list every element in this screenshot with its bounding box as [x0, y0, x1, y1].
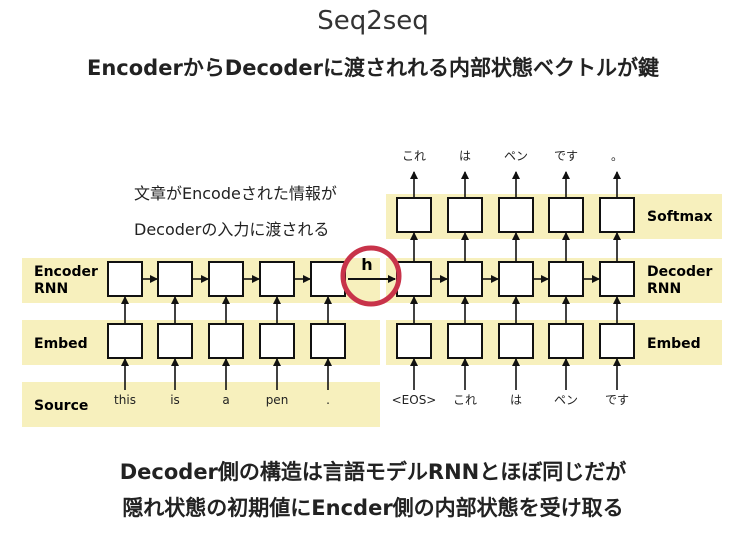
decoder-output-word: ペン: [504, 149, 528, 163]
decoder-input-word: <EOS>: [392, 393, 437, 407]
source-word: is: [170, 393, 180, 407]
encoder-rnn-node: [107, 261, 143, 297]
annotation-line-1: 文章がEncodeされた情報が: [134, 184, 337, 203]
decoder-input-word: です: [605, 393, 629, 407]
decoder-rnn-label-2: RNN: [647, 281, 681, 297]
decoder-embed-node: [498, 323, 534, 359]
encoder-embed-node: [208, 323, 244, 359]
encoder-embed-node: [259, 323, 295, 359]
source-word: pen: [266, 393, 289, 407]
source-word: this: [114, 393, 136, 407]
source-label: Source: [34, 398, 88, 414]
softmax-node: [599, 197, 635, 233]
page-title: Seq2seq: [317, 6, 429, 36]
source-word: .: [326, 393, 330, 407]
softmax-node: [498, 197, 534, 233]
encoder-rnn-label-2: RNN: [34, 281, 68, 297]
decoder-embed-node: [396, 323, 432, 359]
highlight-circle: [340, 245, 402, 307]
embed-left-label: Embed: [34, 336, 88, 352]
decoder-rnn-node: [396, 261, 432, 297]
embed-right-label: Embed: [647, 336, 701, 352]
encoder-embed-node: [310, 323, 346, 359]
hidden-state-label: h: [361, 255, 372, 274]
decoder-rnn-node: [447, 261, 483, 297]
decoder-output-word: これ: [402, 149, 426, 163]
bottom-text-line-2: 隠れ状態の初期値にEncder側の内部状態を受け取る: [122, 496, 624, 520]
decoder-rnn-node: [498, 261, 534, 297]
decoder-output-word: 。: [611, 149, 623, 163]
decoder-input-word: これ: [453, 393, 477, 407]
softmax-node: [548, 197, 584, 233]
page-subtitle: EncoderからDecoderに渡されれる内部状態ベクトルが鍵: [87, 56, 659, 80]
softmax-label: Softmax: [647, 209, 713, 225]
encoder-rnn-node: [157, 261, 193, 297]
bottom-text-line-1: Decoder側の構造は言語モデルRNNとほぼ同じだが: [119, 460, 627, 484]
decoder-rnn-node: [599, 261, 635, 297]
decoder-input-word: ペン: [554, 393, 578, 407]
decoder-output-word: は: [459, 149, 471, 163]
decoder-output-word: です: [554, 149, 578, 163]
decoder-embed-node: [447, 323, 483, 359]
encoder-rnn-node: [310, 261, 346, 297]
decoder-embed-node: [599, 323, 635, 359]
encoder-rnn-label-1: Encoder: [34, 264, 98, 280]
decoder-input-word: は: [510, 393, 522, 407]
source-band: [22, 382, 380, 427]
encoder-rnn-node: [208, 261, 244, 297]
decoder-rnn-label-1: Decoder: [647, 264, 713, 280]
softmax-node: [447, 197, 483, 233]
decoder-embed-node: [548, 323, 584, 359]
decoder-rnn-node: [548, 261, 584, 297]
encoder-embed-node: [107, 323, 143, 359]
source-word: a: [222, 393, 229, 407]
encoder-rnn-node: [259, 261, 295, 297]
annotation-line-2: Decoderの入力に渡される: [134, 220, 330, 239]
softmax-node: [396, 197, 432, 233]
encoder-embed-node: [157, 323, 193, 359]
